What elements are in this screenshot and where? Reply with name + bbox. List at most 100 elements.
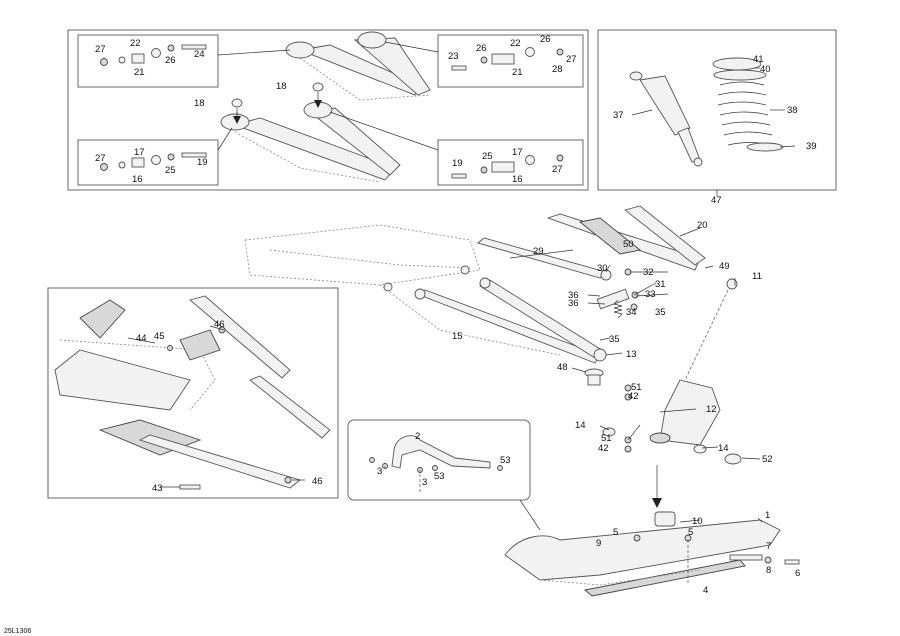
- callout: 45: [154, 331, 165, 342]
- callout: 5: [688, 527, 693, 538]
- callout: 53: [434, 471, 445, 482]
- callout: 51: [601, 433, 612, 444]
- subbox-bottom-left: [77, 139, 219, 186]
- bushing-14-52: [602, 427, 742, 465]
- callout: 52: [762, 454, 773, 465]
- callout: 26: [165, 55, 176, 66]
- shock-spring-sketch: [712, 57, 784, 152]
- callout: 48: [557, 362, 568, 373]
- shock-absorber-sketch: [629, 71, 703, 167]
- stabilizer-detail-box: [347, 419, 531, 501]
- callout: 27: [95, 44, 106, 55]
- callout: 10: [692, 516, 703, 527]
- drawing-reference: 25L1306: [4, 628, 31, 635]
- shock-detail-box: [597, 29, 837, 191]
- callout: 39: [806, 141, 817, 152]
- callout: 18: [194, 98, 205, 109]
- callout: 16: [132, 174, 143, 185]
- callout: 35: [655, 307, 666, 318]
- chassis-frame-sketch: [54, 295, 331, 490]
- chassis-detail-box: [47, 287, 339, 499]
- callout: 14: [575, 420, 586, 431]
- callout: 21: [134, 67, 145, 78]
- arrows: [233, 100, 662, 531]
- chassis-ghost-main: [244, 224, 561, 356]
- stabilizer-link-29: [477, 237, 612, 281]
- callout: 13: [626, 349, 637, 360]
- callout: 46: [312, 476, 323, 487]
- callout: 27: [95, 153, 106, 164]
- callout: 28: [552, 64, 563, 75]
- hardware-bottom-left: [100, 127, 233, 171]
- hardware-bottom-right: [329, 111, 564, 179]
- callout: 33: [645, 289, 656, 300]
- callout: 25: [165, 165, 176, 176]
- callout: 42: [628, 391, 639, 402]
- ski-sketch: [504, 511, 800, 597]
- callout: 3: [422, 477, 427, 488]
- ski-leg-11: [684, 278, 738, 381]
- callout: 30: [597, 263, 608, 274]
- callout: 46: [214, 319, 225, 330]
- callout: 9: [596, 538, 601, 549]
- callout: 1: [765, 510, 770, 521]
- callout: 36: [568, 290, 579, 301]
- callout: 20: [697, 220, 708, 231]
- callout: 14: [718, 443, 729, 454]
- spindle-13: [649, 379, 721, 446]
- callout: 21: [512, 67, 523, 78]
- callout: 22: [510, 38, 521, 49]
- callout: 15: [452, 331, 463, 342]
- callout: 29: [533, 246, 544, 257]
- callout: 26: [476, 43, 487, 54]
- callout: 5: [613, 527, 618, 538]
- callout: 42: [598, 443, 609, 454]
- callout: 4: [703, 585, 708, 596]
- spindle-48: [584, 368, 604, 386]
- callout: 31: [655, 279, 666, 290]
- upper-a-arm-sketch: [285, 31, 431, 101]
- callout: 41: [753, 54, 764, 65]
- callout: 24: [194, 49, 205, 60]
- callout: 11: [752, 271, 762, 282]
- callout: 47: [711, 195, 722, 206]
- callout: 17: [134, 147, 145, 158]
- a-arm-detail-box: [67, 29, 589, 191]
- callout: 6: [795, 568, 800, 579]
- callout: 27: [566, 54, 577, 65]
- callout: 17: [512, 147, 523, 158]
- callout: 16: [512, 174, 523, 185]
- lower-a-arm-sketch: [220, 101, 401, 183]
- callout: 32: [643, 267, 654, 278]
- subbox-top-left: [77, 34, 219, 88]
- callout: 26: [540, 34, 551, 45]
- lower-arm-12: [479, 277, 607, 362]
- callout: 40: [760, 64, 771, 75]
- callout: 19: [197, 157, 208, 168]
- callout: 34: [626, 307, 637, 318]
- callout: 35: [609, 334, 620, 345]
- callout: 23: [448, 51, 459, 62]
- callout: 22: [130, 38, 141, 49]
- callout: 8: [766, 565, 771, 576]
- upper-a-arm-main: [546, 205, 706, 271]
- callout: 49: [719, 261, 730, 272]
- callout: 25: [482, 151, 493, 162]
- callout: 38: [787, 105, 798, 116]
- callout: 18: [276, 81, 287, 92]
- callout: 7: [766, 541, 771, 552]
- shock-block-parts: [596, 268, 639, 319]
- callout: 3: [377, 466, 382, 477]
- hardware-top-left: [100, 44, 291, 66]
- callout: 19: [452, 158, 463, 169]
- callout: 51: [631, 382, 642, 393]
- callout: 36: [568, 298, 579, 309]
- callout: 53: [500, 455, 511, 466]
- subbox-top-right: [437, 34, 584, 88]
- hardware-top-right: [384, 41, 564, 71]
- callout: 43: [152, 483, 163, 494]
- callout: 50: [623, 239, 634, 250]
- callout: 37: [613, 110, 624, 121]
- callout: 44: [136, 333, 147, 344]
